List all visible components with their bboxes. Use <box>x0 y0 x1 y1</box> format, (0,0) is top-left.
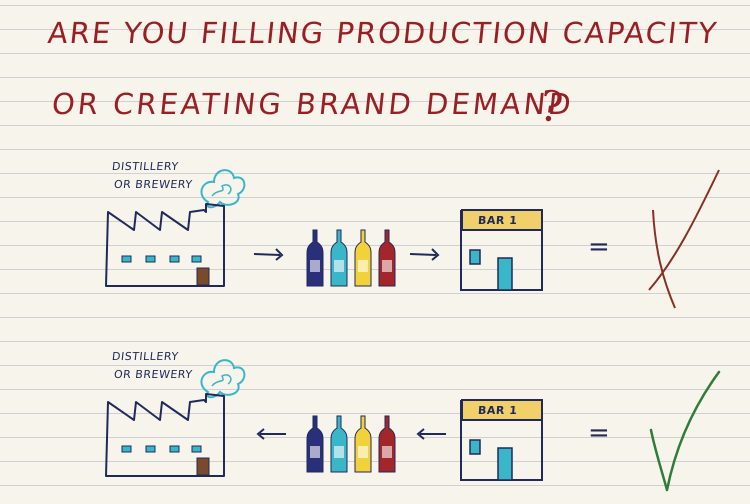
bar-name: BAR 1 <box>477 214 518 227</box>
equals-sign: = <box>588 232 610 262</box>
flow-arrow-right <box>253 248 284 261</box>
scene-filling-capacity: DISTILLERY OR BREWERY <box>0 160 750 310</box>
factory-icon <box>105 359 246 477</box>
headline-line-2: OR CREATING BRAND DEMAND <box>50 87 576 121</box>
flow-arrow-left <box>256 428 286 440</box>
bottles-icon <box>306 415 396 473</box>
bottles-icon <box>306 229 396 287</box>
flow-arrow-right <box>409 248 440 261</box>
scene-creating-demand: DISTILLERY OR BREWERY <box>0 350 750 500</box>
bar-name: BAR 1 <box>477 404 518 417</box>
bar-building-icon <box>460 399 543 481</box>
check-mark-icon <box>649 370 721 492</box>
equals-sign: = <box>588 418 610 448</box>
headline-line-1: ARE YOU FILLING PRODUCTION CAPACITY <box>46 16 720 50</box>
factory-icon <box>105 169 246 287</box>
flow-arrow-left <box>416 428 446 440</box>
bar-building-icon <box>460 209 543 291</box>
cross-mark-icon <box>648 169 720 309</box>
